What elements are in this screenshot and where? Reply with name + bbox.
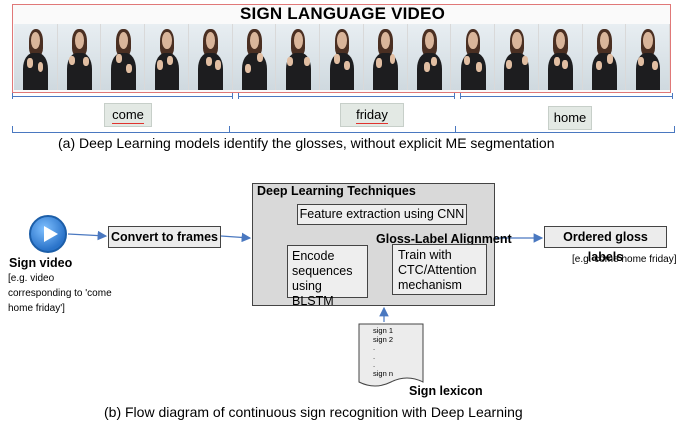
video-frame — [101, 24, 146, 90]
blstm-encode-box: Encode sequences using BLSTM — [287, 245, 368, 308]
sign-video-label: Sign video — [9, 256, 73, 270]
sign-video-note: [e.g. video corresponding to 'come home … — [8, 271, 112, 316]
ordered-gloss-labels-box: Ordered gloss labels — [544, 226, 667, 264]
video-title: SIGN LANGUAGE VIDEO — [240, 4, 445, 23]
video-frame — [407, 24, 452, 90]
sign-video-note-line: corresponding to 'come — [8, 288, 112, 299]
gloss-segment-tick — [454, 93, 455, 99]
sign-lexicon-document — [358, 323, 424, 387]
caption-a: (a) Deep Learning models identify the gl… — [58, 135, 555, 151]
gloss-segment-tick — [12, 93, 13, 99]
lexicon-item: sign n — [373, 368, 394, 378]
caption-b: (b) Flow diagram of continuous sign reco… — [104, 404, 523, 420]
gloss-segment-tick — [460, 93, 461, 99]
video-frame — [582, 24, 627, 90]
output-note: [e.g. come home friday] — [572, 254, 677, 265]
video-frame — [276, 24, 321, 90]
gloss-label-come: come — [104, 103, 152, 127]
gloss-segment-tick — [238, 93, 239, 99]
video-frame — [14, 24, 58, 90]
video-frame — [626, 24, 671, 90]
video-frame — [57, 24, 102, 90]
video-frame — [495, 24, 539, 90]
gloss-text: come — [112, 107, 144, 124]
video-frame — [538, 24, 583, 90]
video-frame — [232, 24, 277, 90]
sign-lexicon-label: Sign lexicon — [409, 384, 483, 398]
video-frame — [188, 24, 233, 90]
lexicon-item: . — [373, 343, 376, 352]
video-frame — [320, 24, 364, 90]
gloss-label-alignment-title: Gloss-Label Alignment — [376, 232, 512, 246]
sign-video-note-line: [e.g. video — [8, 273, 55, 284]
arrow-video-to-convert — [67, 230, 108, 241]
lexicon-list: sign 1 sign 2 . . . sign n — [373, 326, 394, 378]
lexicon-item: sign 1 — [373, 326, 394, 335]
play-video-icon[interactable] — [29, 215, 67, 253]
arrow-convert-to-dl — [220, 232, 252, 243]
gloss-label-friday: friday — [340, 103, 404, 127]
bracket-tick — [455, 126, 456, 132]
gloss-segment-line — [238, 96, 454, 97]
gloss-bracket — [12, 126, 675, 133]
video-frame-strip — [14, 24, 671, 90]
gloss-label-home: home — [548, 106, 592, 130]
lexicon-item: . — [373, 360, 376, 369]
bracket-tick — [229, 126, 230, 132]
dl-title: Deep Learning Techniques — [257, 184, 416, 198]
video-frame — [451, 24, 496, 90]
gloss-segment-line — [460, 96, 672, 97]
gloss-text: friday — [356, 107, 388, 124]
convert-to-frames-box: Convert to frames — [108, 226, 221, 248]
gloss-segment-tick — [672, 93, 673, 99]
ctc-attention-train-box: Train with CTC/Attention mechanism — [392, 244, 487, 295]
cnn-feature-extraction-box: Feature extraction using CNN — [297, 204, 467, 225]
gloss-segment-line — [12, 96, 232, 97]
gloss-text: home — [553, 110, 587, 125]
video-frame — [363, 24, 408, 90]
sign-video-note-line: home friday'] — [8, 303, 65, 314]
gloss-segment-tick — [232, 93, 233, 99]
lexicon-item: . — [373, 351, 376, 361]
lexicon-item: sign 2 — [373, 334, 394, 344]
video-frame — [145, 24, 189, 90]
